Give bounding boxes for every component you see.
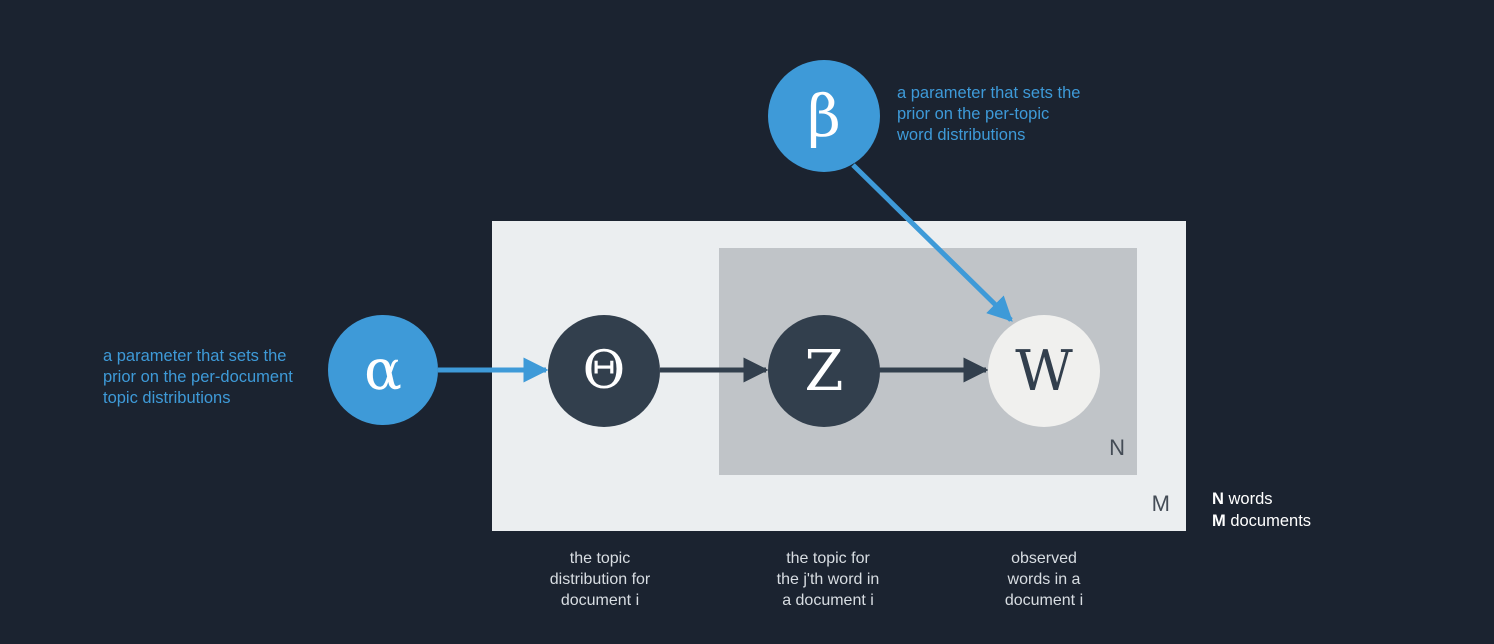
z-symbol: Z — [804, 338, 844, 404]
theta-caption: the topic distribution for document i — [549, 550, 651, 609]
legend: N words M documents — [1212, 488, 1311, 532]
legend-m: M documents — [1212, 510, 1311, 532]
w-caption: observed words in a document i — [1004, 550, 1084, 609]
alpha-node: α — [328, 315, 438, 425]
w-symbol: W — [1015, 338, 1073, 404]
legend-n: N words — [1212, 488, 1311, 510]
alpha-note: a parameter that sets the prior on the p… — [103, 347, 293, 407]
z-node: Z — [768, 315, 880, 427]
plate-n-label: N — [1109, 435, 1125, 460]
theta-symbol: Θ — [582, 341, 626, 401]
z-caption: the topic for the j'th word in a documen… — [776, 550, 880, 609]
beta-node: β — [768, 60, 880, 172]
theta-node: Θ — [548, 315, 660, 427]
legend-m-key: M — [1212, 512, 1226, 530]
legend-n-text: words — [1223, 490, 1273, 508]
legend-m-text: documents — [1225, 512, 1312, 530]
beta-symbol: β — [807, 82, 841, 150]
beta-note: a parameter that sets the prior on the p… — [897, 84, 1081, 144]
plate-m-label: M — [1151, 491, 1170, 516]
edge-beta-w — [851, 163, 1013, 322]
w-node: W — [988, 315, 1100, 427]
alpha-symbol: α — [364, 337, 402, 403]
legend-n-key: N — [1212, 490, 1224, 508]
